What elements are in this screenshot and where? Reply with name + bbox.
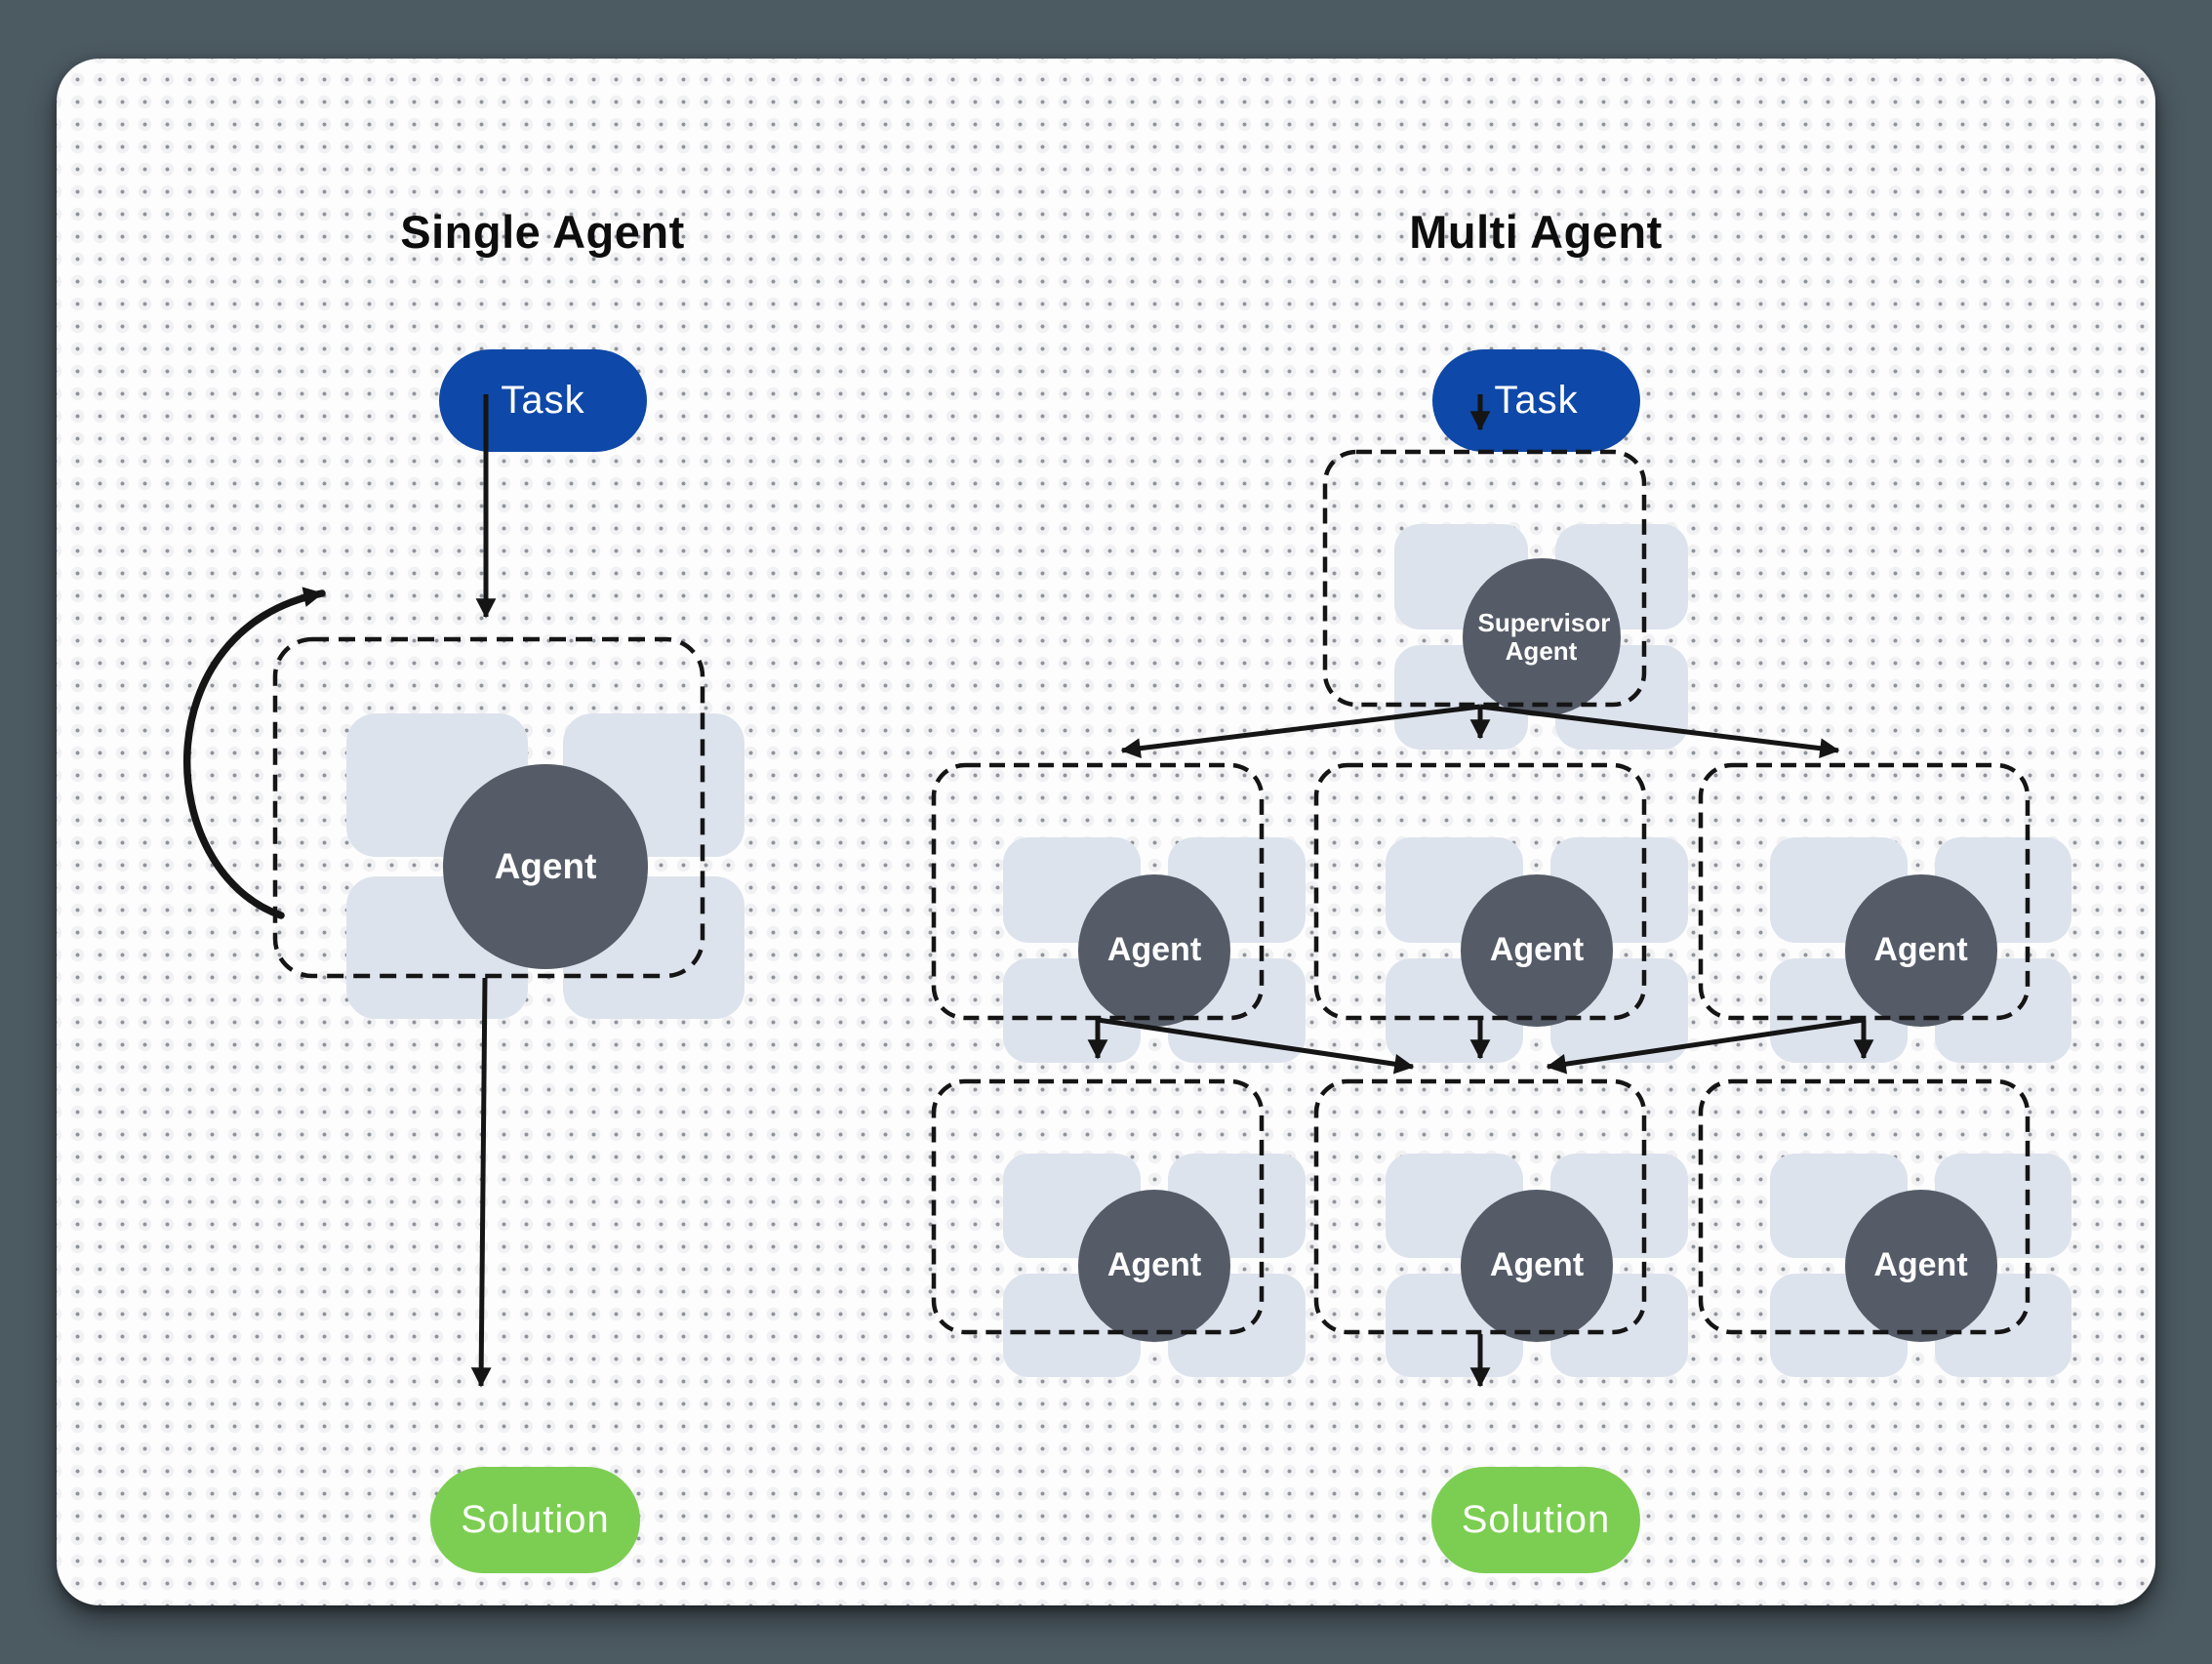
agent-circle: Agent xyxy=(1844,1189,1997,1342)
agent-label: Agent xyxy=(1106,1246,1202,1283)
worker-agent-node-row1-left: Agent xyxy=(990,824,1318,1076)
agent-circle: Agent xyxy=(443,763,648,969)
multi-agent-title: Multi Agent xyxy=(1409,206,1663,258)
supervisor-agent-node: Supervisor Agent xyxy=(1382,510,1701,763)
single-solution-node: Solution xyxy=(430,1467,640,1573)
agent-circle: Agent xyxy=(1078,1189,1230,1342)
single-agent-node: Agent xyxy=(332,698,759,1035)
agent-label: Agent xyxy=(1489,1246,1585,1283)
single-agent-title: Single Agent xyxy=(400,206,685,258)
supervisor-label: Supervisor Agent xyxy=(1477,607,1611,666)
multi-task-label: Task xyxy=(1494,379,1579,422)
agent-circle: Agent xyxy=(1844,873,1997,1027)
supervisor-circle: Supervisor Agent xyxy=(1462,557,1621,716)
diagram-card: Single Agent Multi Agent Task Agent Solu… xyxy=(57,59,2155,1605)
single-task-label: Task xyxy=(501,379,585,422)
agent-label: Agent xyxy=(1873,931,1968,968)
worker-agent-node-row1-center: Agent xyxy=(1373,824,1701,1076)
multi-solution-label: Solution xyxy=(1461,1498,1611,1541)
worker-agent-node-row1-right: Agent xyxy=(1757,824,2084,1076)
agent-label: Agent xyxy=(1489,931,1585,968)
worker-agent-node-row2-right: Agent xyxy=(1757,1140,2084,1391)
single-solution-label: Solution xyxy=(461,1498,610,1541)
single-task-node: Task xyxy=(439,349,647,452)
agent-circle: Agent xyxy=(1461,873,1613,1027)
agent-label: Agent xyxy=(1873,1246,1968,1283)
worker-agent-node-row2-center: Agent xyxy=(1373,1140,1701,1391)
multi-solution-node: Solution xyxy=(1431,1467,1640,1573)
agent-label: Agent xyxy=(1106,931,1202,968)
multi-task-node: Task xyxy=(1432,349,1640,452)
agent-label: Agent xyxy=(494,845,597,886)
worker-agent-node-row2-left: Agent xyxy=(990,1140,1318,1391)
agent-circle: Agent xyxy=(1078,873,1230,1027)
agent-circle: Agent xyxy=(1461,1189,1613,1342)
